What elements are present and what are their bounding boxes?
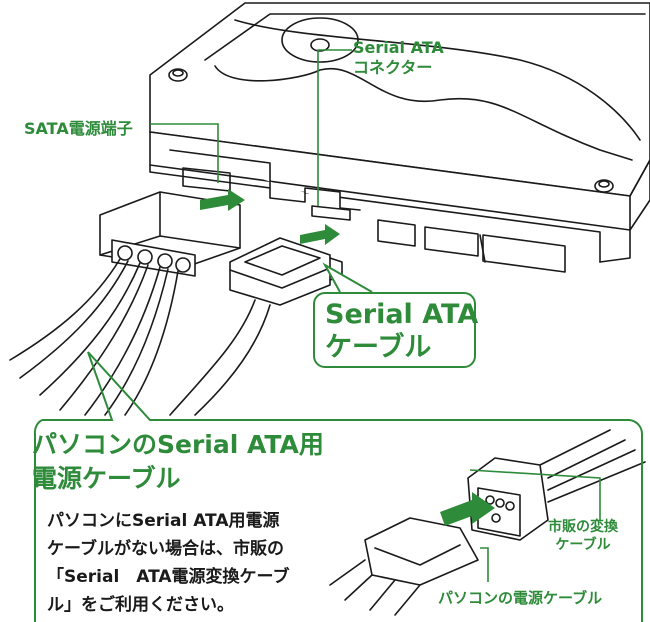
serial-ata-cable-label-line1: Serial ATA	[325, 299, 479, 330]
serial-ata-connector-label-line1: Serial ATA	[353, 38, 444, 57]
main-callout	[33, 351, 643, 622]
adapter-illustration	[329, 429, 646, 616]
commercial-adapter-label-line2: ケーブル	[555, 537, 611, 553]
serial-ata-connector-label-line2: コネクター	[353, 58, 433, 77]
serial-ata-cable-callout: Serial ATA ケーブル	[313, 292, 478, 368]
commercial-adapter-label-line1: 市販の変換	[548, 519, 618, 535]
leader-lines	[150, 49, 601, 582]
commercial-adapter-label: 市販の変換 ケーブル	[548, 518, 618, 554]
serial-ata-connector-label: Serial ATA コネクター	[353, 38, 444, 78]
serial-ata-cable-label-line2: ケーブル	[325, 332, 432, 363]
pc-power-cable-label: パソコンの電源ケーブル	[438, 589, 603, 607]
sata-callout-pointer	[322, 262, 373, 293]
hard-drive	[149, 2, 650, 273]
pc-sata-power-cable-title-line1: パソコンのSerial ATA用	[32, 430, 324, 459]
description-line4: ル」をご利用ください。	[47, 595, 234, 615]
sata-power-port-label: SATA電源端子	[24, 119, 133, 138]
description-line1: パソコンにSerial ATA用電源	[47, 511, 280, 531]
description-line3: 「Serial ATA電源変換ケーブ	[47, 567, 290, 587]
pc-sata-power-cable-title-line2: 電源ケーブル	[32, 464, 181, 493]
pc-sata-power-cable-description: パソコンにSerial ATA用電源 ケーブルがない場合は、市販の 「Seria…	[47, 507, 337, 619]
serial-ata-cable-connector	[169, 237, 343, 416]
description-line2: ケーブルがない場合は、市販の	[47, 539, 284, 559]
pc-sata-power-cable-title: パソコンのSerial ATA用 電源ケーブル	[32, 428, 324, 496]
insert-arrows	[200, 189, 495, 526]
serial-ata-cable-label: Serial ATA ケーブル	[325, 298, 478, 364]
power-cable-connector	[9, 191, 241, 416]
